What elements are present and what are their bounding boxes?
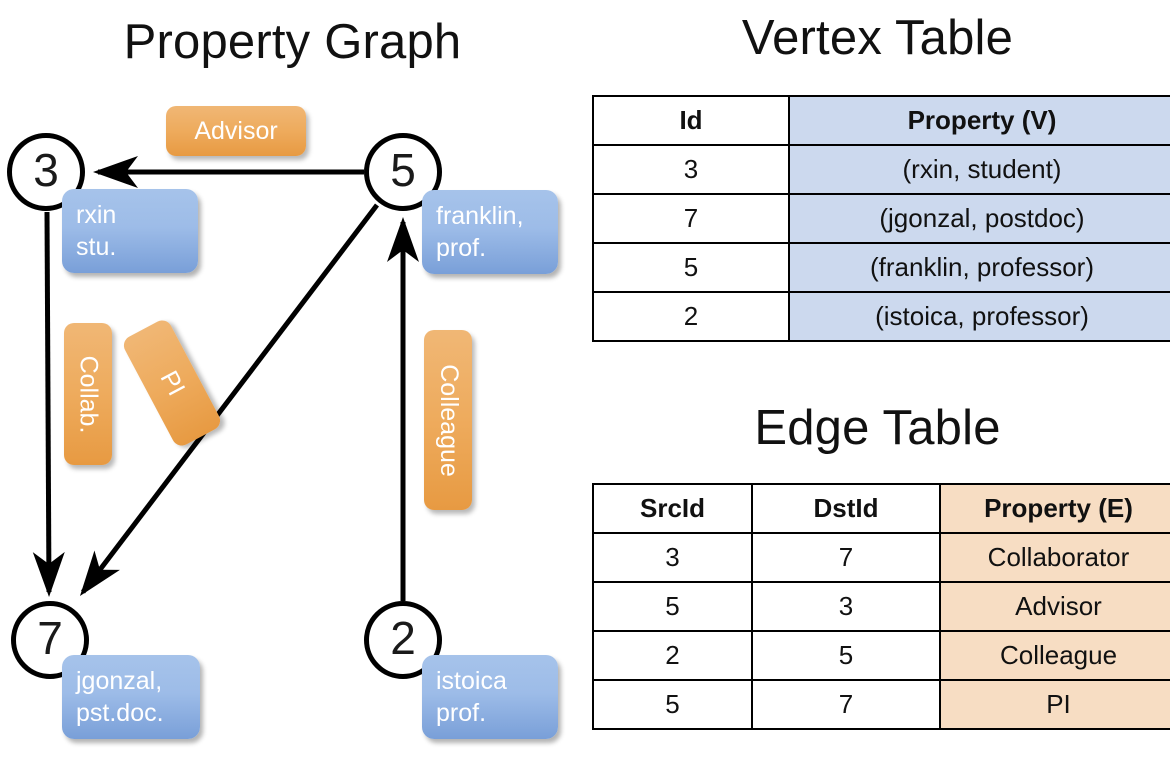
- vertex-cell-property: (jgonzal, postdoc): [788, 193, 1170, 244]
- vertex-cell-property: (istoica, professor): [788, 291, 1170, 342]
- vertex-callout-istoica-line1: istoica: [436, 667, 507, 695]
- edge-table-header-property: Property (E): [939, 483, 1170, 534]
- graph-node-2-label: 2: [390, 612, 416, 664]
- vertex-cell-id: 2: [592, 291, 790, 342]
- table-row: 5 (franklin, professor): [592, 242, 1170, 293]
- edge-tag-advisor: Advisor: [166, 106, 306, 156]
- vertex-table-header-row: Id Property (V): [592, 95, 1170, 146]
- edge-tag-collab: Collab.: [64, 323, 112, 465]
- graph-node-5[interactable]: 5: [364, 133, 442, 211]
- vertex-callout-franklin-line1: franklin,: [436, 202, 524, 230]
- edge-collab-3-to-7: [32, 211, 65, 597]
- edge-table-header-srcid: SrcId: [592, 483, 753, 534]
- edge-tag-colleague: Colleague: [424, 330, 472, 510]
- table-row: 3 7 Collaborator: [592, 532, 1170, 583]
- table-row: 3 (rxin, student): [592, 144, 1170, 195]
- edge-cell-srcid: 5: [592, 679, 753, 730]
- edge-cell-srcid: 2: [592, 630, 753, 681]
- vertex-callout-rxin: rxin stu.: [62, 189, 198, 273]
- vertex-callout-rxin-line1: rxin: [76, 201, 117, 229]
- vertex-table: Id Property (V) 3 (rxin, student) 7 (jgo…: [592, 95, 1170, 342]
- page-title-property-graph: Property Graph: [123, 15, 462, 69]
- table-row: 5 3 Advisor: [592, 581, 1170, 632]
- edge-table-header-dstid: DstId: [751, 483, 941, 534]
- edge-cell-property: Advisor: [939, 581, 1170, 632]
- vertex-callout-franklin: franklin, prof.: [422, 190, 558, 274]
- graph-node-7-label: 7: [37, 612, 63, 664]
- edge-tag-colleague-label: Colleague: [434, 363, 463, 477]
- table-row: 5 7 PI: [592, 679, 1170, 730]
- edge-table-header-row: SrcId DstId Property (E): [592, 483, 1170, 534]
- edge-cell-srcid: 5: [592, 581, 753, 632]
- page-title-vertex-table: Vertex Table: [741, 11, 1014, 65]
- vertex-callout-jgonzal: jgonzal, pst.doc.: [62, 655, 200, 739]
- edge-cell-dstid: 3: [751, 581, 941, 632]
- edge-table: SrcId DstId Property (E) 3 7 Collaborato…: [592, 483, 1170, 730]
- graph-node-5-label: 5: [390, 144, 416, 196]
- table-row: 7 (jgonzal, postdoc): [592, 193, 1170, 244]
- vertex-callout-rxin-line2: stu.: [76, 233, 117, 261]
- vertex-cell-id: 5: [592, 242, 790, 293]
- page-title-edge-table: Edge Table: [754, 401, 1001, 455]
- edge-tag-pi-label: PI: [154, 365, 191, 400]
- table-row: 2 (istoica, professor): [592, 291, 1170, 342]
- edge-cell-property: Colleague: [939, 630, 1170, 681]
- vertex-cell-property: (rxin, student): [788, 144, 1170, 195]
- graph-edges-canvas: [32, 156, 419, 601]
- tables-panel: Vertex Table Id Property (V) 3 (rxin, st…: [585, 0, 1170, 760]
- vertex-table-header-id: Id: [592, 95, 790, 146]
- property-graph-panel: Property Graph 3 5 7 2 rxin stu. frankli…: [7, 15, 558, 739]
- vertex-callout-franklin-line2: prof.: [436, 234, 487, 262]
- edge-pi-5-to-7: [79, 203, 379, 596]
- vertex-callout-jgonzal-line2: pst.doc.: [76, 699, 164, 727]
- edge-tag-collab-label: Collab.: [74, 355, 103, 433]
- edge-cell-dstid: 7: [751, 532, 941, 583]
- vertex-callout-jgonzal-line1: jgonzal,: [76, 667, 163, 695]
- table-row: 2 5 Colleague: [592, 630, 1170, 681]
- vertex-table-header-property: Property (V): [788, 95, 1170, 146]
- edge-cell-dstid: 7: [751, 679, 941, 730]
- graph-node-2[interactable]: 2: [364, 601, 442, 679]
- edge-tag-advisor-label: Advisor: [194, 116, 278, 145]
- edge-cell-srcid: 3: [592, 532, 753, 583]
- edge-cell-dstid: 5: [751, 630, 941, 681]
- vertex-callout-istoica: istoica prof.: [422, 655, 558, 739]
- edge-cell-property: PI: [939, 679, 1170, 730]
- graph-node-3-label: 3: [33, 144, 59, 196]
- vertex-cell-id: 7: [592, 193, 790, 244]
- vertex-cell-property: (franklin, professor): [788, 242, 1170, 293]
- vertex-cell-id: 3: [592, 144, 790, 195]
- vertex-callout-istoica-line2: prof.: [436, 699, 487, 727]
- edge-cell-property: Collaborator: [939, 532, 1170, 583]
